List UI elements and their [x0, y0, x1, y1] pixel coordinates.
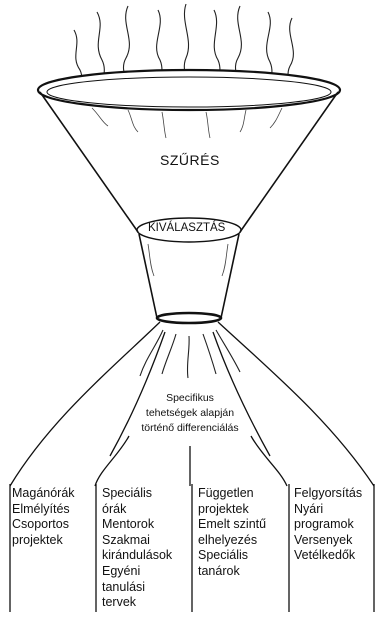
center-description-line: tehetségek alapján [120, 406, 260, 421]
column-3-item: Speciális [198, 548, 266, 564]
column-2-item: Szakmai [102, 533, 172, 549]
funnel-label-kivalasztas: KIVÁLASZTÁS [148, 222, 225, 234]
funnel-label-szures: SZŰRÉS [160, 152, 220, 168]
center-description-line: Specifikus [120, 391, 260, 406]
column-2-item: kirándulások [102, 548, 172, 564]
column-2-item: tervek [102, 595, 172, 611]
column-2: Speciális órák Mentorok Szakmai kirándul… [102, 486, 172, 611]
divider-lines [10, 322, 374, 612]
column-1-item: projektek [12, 533, 75, 549]
column-1-item: Elmélyítés [12, 502, 75, 518]
center-description-line: történő differenciálás [120, 421, 260, 436]
column-2-item: Egyéni [102, 564, 172, 580]
column-4-item: Vetélkedők [294, 548, 362, 564]
column-4-item: Versenyek [294, 533, 362, 549]
column-2-item: Mentorok [102, 517, 172, 533]
column-2-item: tanulási [102, 580, 172, 596]
column-4-item: Felgyorsítás [294, 486, 362, 502]
outflow-lines [140, 330, 240, 378]
column-3-item: projektek [198, 502, 266, 518]
column-4-item: Nyári [294, 502, 362, 518]
funnel-shading [92, 108, 282, 276]
column-3-item: tanárok [198, 564, 266, 580]
column-3: Független projektek Emelt szintű elhelye… [198, 486, 266, 580]
column-2-item: órák [102, 502, 172, 518]
column-4: Felgyorsítás Nyári programok Versenyek V… [294, 486, 362, 564]
column-1-item: Csoportos [12, 517, 75, 533]
funnel-body [38, 70, 340, 323]
column-1-item: Magánórák [12, 486, 75, 502]
center-description: Specifikus tehetségek alapján történő di… [120, 391, 260, 436]
column-2-item: Speciális [102, 486, 172, 502]
column-3-item: elhelyezés [198, 533, 266, 549]
column-3-item: Független [198, 486, 266, 502]
column-3-item: Emelt szintű [198, 517, 266, 533]
column-1: Magánórák Elmélyítés Csoportos projektek [12, 486, 75, 548]
column-4-item: programok [294, 517, 362, 533]
